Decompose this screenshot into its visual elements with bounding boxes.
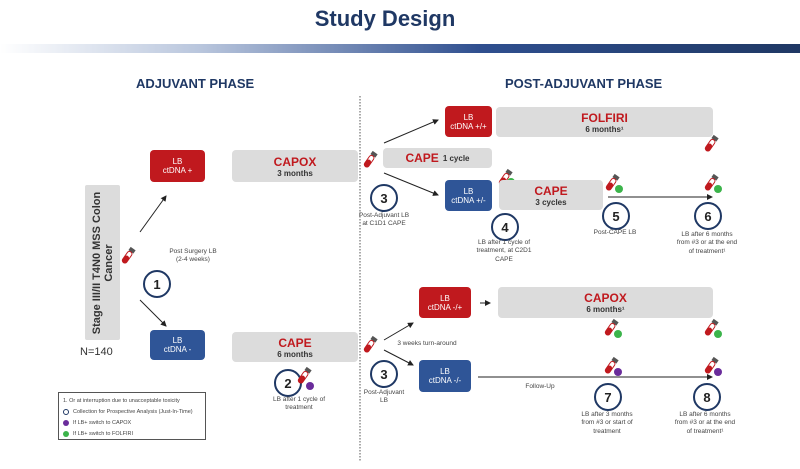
legend-purple: If LB+ switch to CAPOX: [63, 417, 201, 428]
ctdna-label: ctDNA +/+: [450, 121, 487, 131]
circle-icon: [63, 408, 69, 415]
lb-label: LB: [172, 336, 183, 345]
purple-dot-icon: [306, 382, 314, 390]
green-dot-icon: [614, 330, 622, 338]
step-3-note: Post-Adjuvant LB at C1D1 CAPE: [358, 212, 410, 228]
step-6-note: LB after 6 months from #3 or at the end …: [676, 231, 738, 255]
purple-dot-icon: [614, 368, 622, 376]
step-2-note: LB after 1 cycle of treatment: [272, 396, 326, 412]
population-box: Stage III/II T4N0 MSS Colon Cancer: [85, 185, 120, 340]
step-8-note: LB after 6 months from #3 or at the end …: [674, 411, 736, 435]
lb-label: LB: [172, 157, 183, 166]
lb-label: LB: [440, 293, 450, 303]
blood-tube-icon: [703, 318, 719, 343]
green-dot-icon: [615, 185, 623, 193]
follow-up-label: Follow-Up: [525, 383, 555, 390]
legend-text: If LB+ switch to FOLFIRI: [73, 430, 134, 437]
lb-label: LB: [440, 367, 450, 376]
legend: 1. Or at interruption due to unacceptabl…: [58, 392, 206, 440]
population-label: Stage III/II T4N0 MSS Colon Cancer: [90, 191, 115, 334]
blood-tube-icon: [362, 150, 378, 175]
green-dot-icon: [714, 330, 722, 338]
step-5-marker: 5: [602, 202, 630, 230]
ctdna-label: ctDNA +/-: [451, 195, 486, 205]
post-adjuvant-phase-heading: POST-ADJUVANT PHASE: [505, 76, 663, 91]
duration: 3 cycles: [535, 197, 567, 207]
legend-text: 1. Or at interruption due to unacceptabl…: [63, 397, 180, 404]
step-8-marker: 8: [693, 383, 721, 411]
step-7-marker: 7: [594, 383, 622, 411]
lb-label: LB: [463, 186, 474, 196]
blood-tube-icon: [703, 356, 719, 381]
step-1-note: Post Surgery LB (2-4 weeks): [169, 248, 217, 264]
drug-name: FOLFIRI: [581, 110, 628, 125]
purple-dot-icon: [63, 419, 69, 426]
purple-dot-icon: [714, 368, 722, 376]
step-7-note: LB after 3 months from #3 or start of tr…: [581, 411, 633, 435]
green-dot-icon: [714, 185, 722, 193]
step-3-marker: 3: [370, 184, 398, 212]
blood-tube-icon: [603, 318, 619, 343]
sample-size: N=140: [80, 346, 113, 358]
legend-circle: Collection for Prospective Analysis (Jus…: [63, 406, 201, 417]
duration: 3 months: [277, 168, 313, 178]
header-bar: [0, 44, 800, 53]
lb-label: LB: [463, 112, 474, 122]
legend-footnote: 1. Or at interruption due to unacceptabl…: [63, 395, 201, 406]
duration: 1 cycle: [442, 153, 470, 163]
legend-green: If LB+ switch to FOLFIRI: [63, 428, 201, 439]
drug-name: CAPE: [534, 183, 568, 198]
blood-tube-icon: [603, 356, 619, 381]
blood-tube-icon: [604, 173, 620, 198]
step-4-note: LB after 1 cycle of treatment, at C2D1 C…: [476, 239, 532, 263]
step-1-marker: 1: [143, 270, 171, 298]
legend-text: Collection for Prospective Analysis (Jus…: [73, 408, 193, 415]
drug-name: CAPOX: [584, 291, 627, 305]
duration: 6 months¹: [586, 305, 625, 314]
blood-tube-icon: [703, 134, 719, 159]
ctdna-label: ctDNA -/+: [427, 302, 463, 312]
ctdna-label: ctDNA +: [162, 166, 193, 175]
blood-tube-icon: [703, 173, 719, 198]
duration: 6 months¹: [585, 124, 624, 134]
ctdna-label: ctDNA -/-: [428, 376, 462, 385]
drug-name: CAPE: [278, 335, 312, 350]
drug-name: CAPE: [405, 151, 439, 165]
drug-name: CAPOX: [273, 154, 317, 169]
blood-tube-icon: [296, 366, 312, 391]
green-dot-icon: [63, 430, 69, 437]
legend-text: If LB+ switch to CAPOX: [73, 419, 132, 426]
step-3-marker: 3: [370, 360, 398, 388]
duration: 6 months: [277, 349, 313, 359]
blood-tube-icon: [120, 246, 136, 271]
blood-tube-icon: [362, 335, 378, 360]
step-4-marker: 4: [491, 213, 519, 241]
step-3-note: Post-Adjuvant LB: [363, 389, 405, 405]
ctdna-label: ctDNA -: [163, 345, 192, 354]
step-6-marker: 6: [694, 202, 722, 230]
turnaround-label: 3 weeks turn-around: [397, 340, 457, 347]
page-title: Study Design: [314, 6, 456, 31]
adjuvant-phase-heading: ADJUVANT PHASE: [136, 76, 255, 91]
step-5-note: Post-CAPE LB: [593, 229, 637, 236]
